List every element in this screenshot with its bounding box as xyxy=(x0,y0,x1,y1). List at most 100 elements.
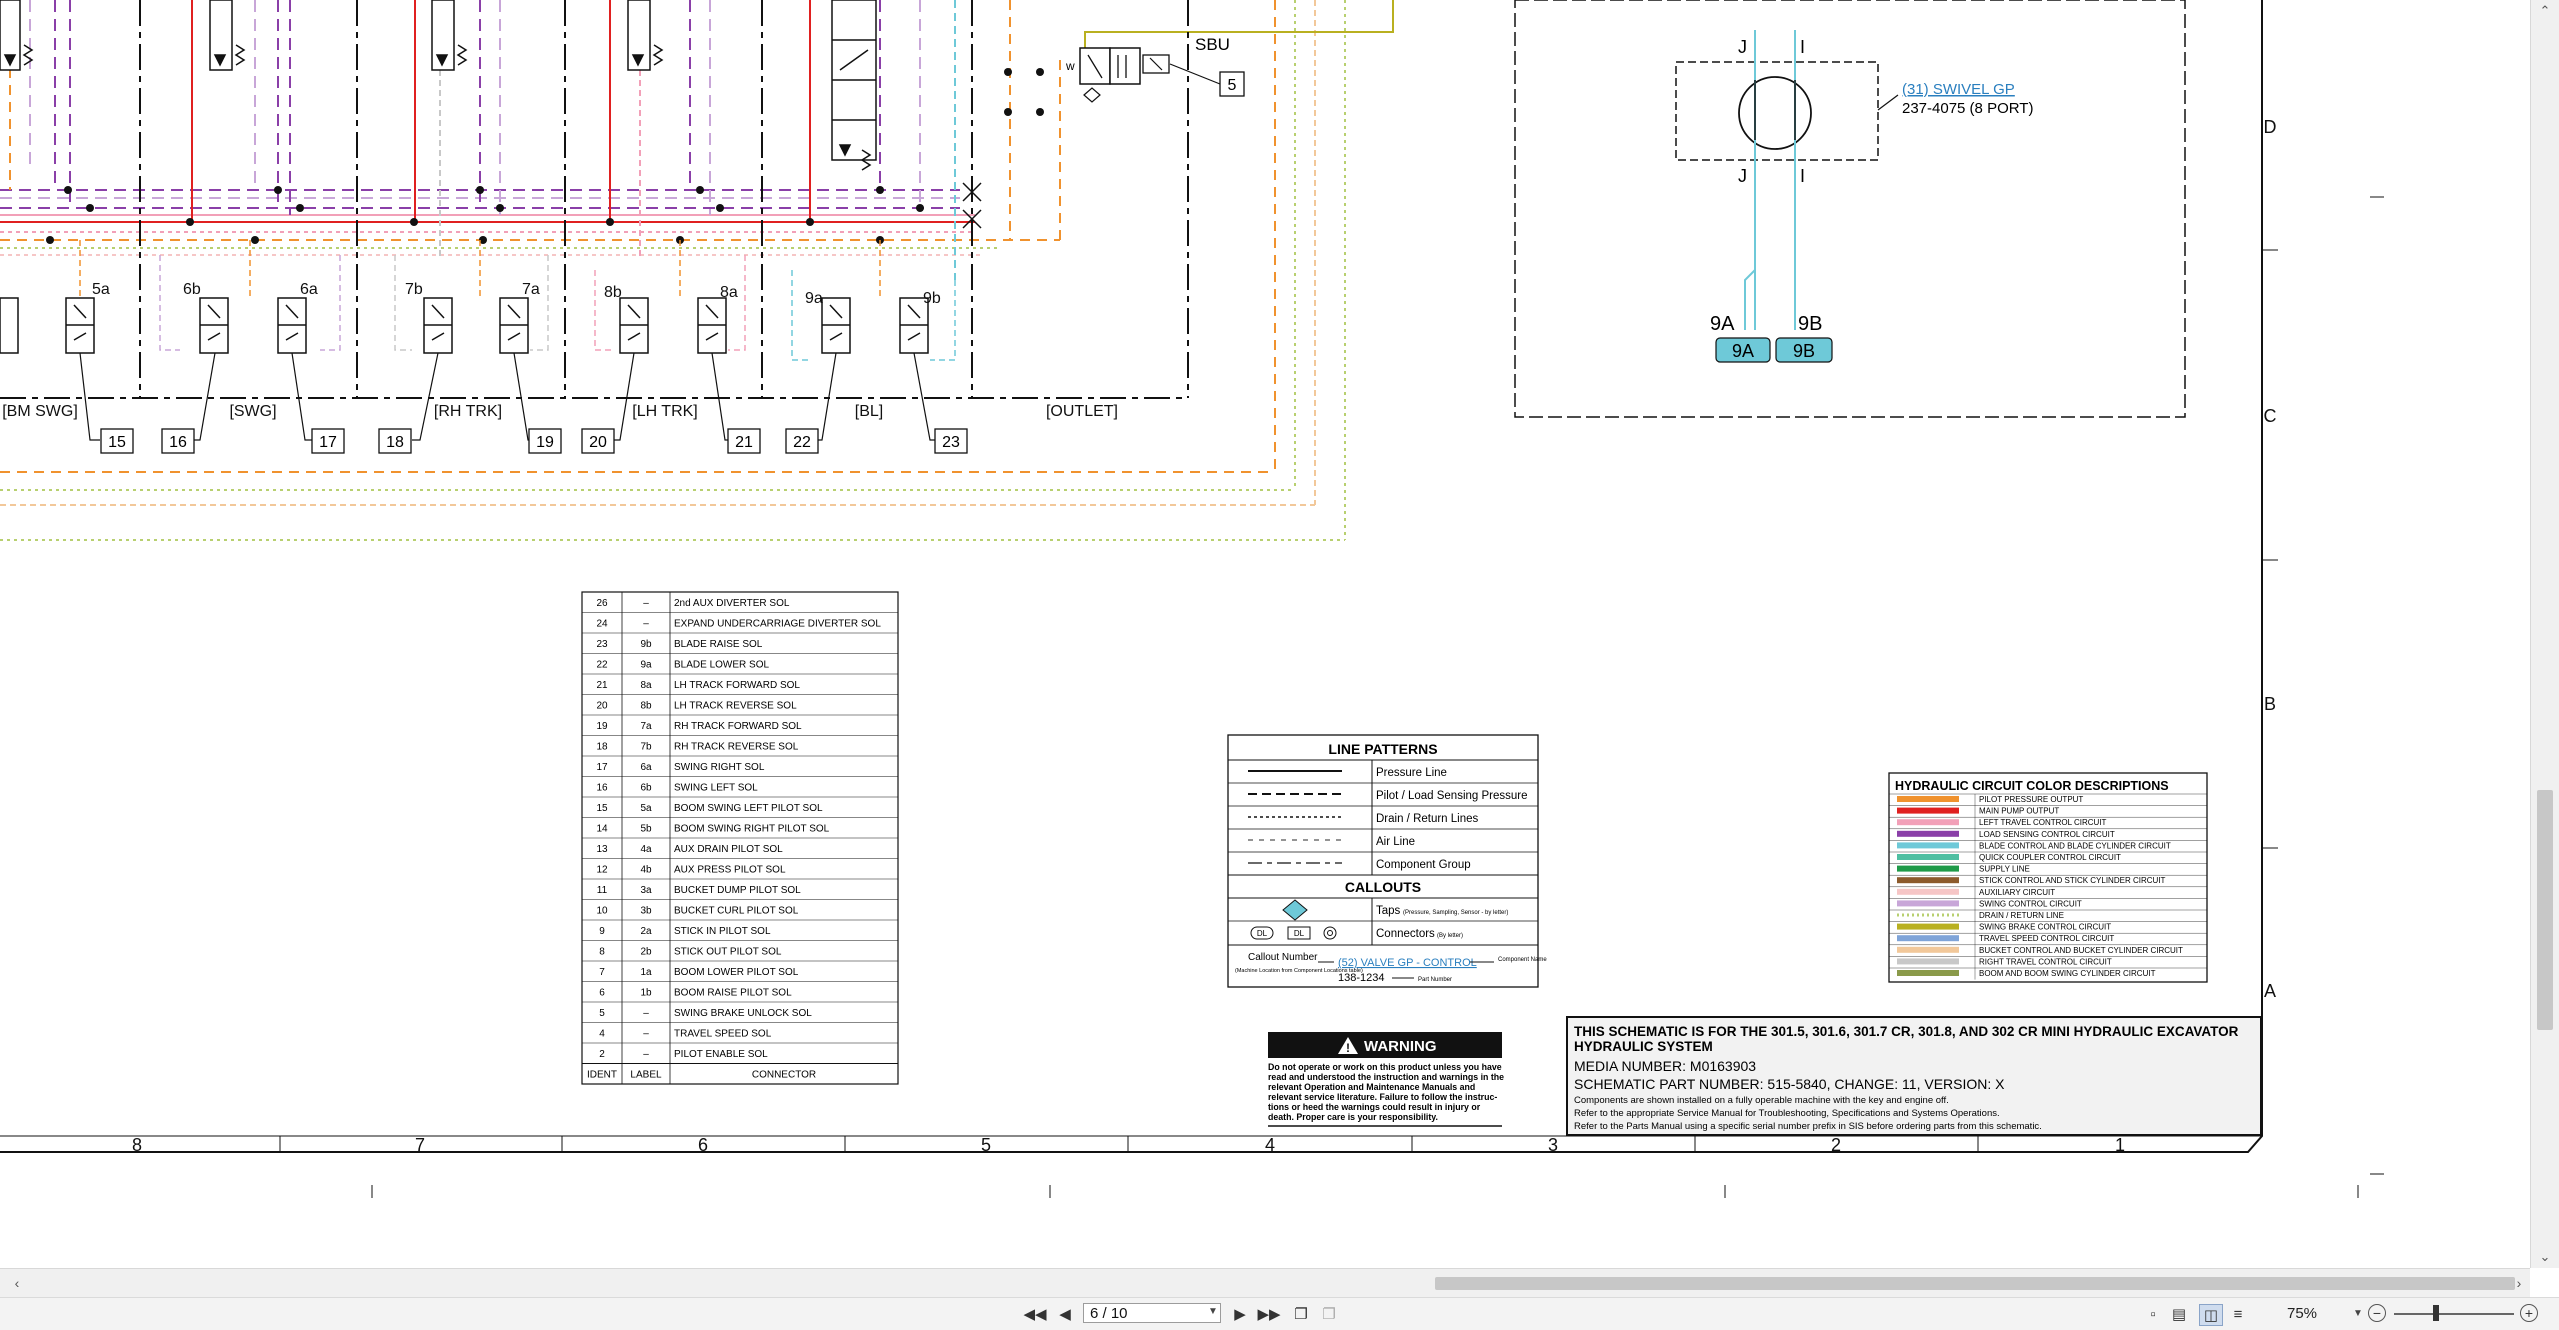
color-swatch xyxy=(1897,842,1959,849)
connector-table-cell: BOOM LOWER PILOT SOL xyxy=(674,967,799,978)
swivel-port-j-bottom: J xyxy=(1738,166,1747,186)
connector-dl-round: DL xyxy=(1257,929,1268,938)
connector-table-cell: – xyxy=(643,1008,649,1019)
title-line-1: THIS SCHEMATIC IS FOR THE 301.5, 301.6, … xyxy=(1574,1024,2239,1039)
connector-table-cell: 2nd AUX DIVERTER SOL xyxy=(674,598,790,609)
valve-pilot-lines xyxy=(79,240,956,361)
two-page-view-icon[interactable]: ◫ xyxy=(2199,1304,2223,1326)
zoom-out-icon[interactable]: − xyxy=(2368,1304,2386,1322)
line-pattern-label: Drain / Return Lines xyxy=(1376,813,1479,825)
zoom-level[interactable]: 75% xyxy=(2287,1305,2318,1322)
vertical-scrollbar[interactable]: ⌃ ⌄ xyxy=(2530,0,2559,1268)
connector-table-cell: LH TRACK REVERSE SOL xyxy=(674,701,797,712)
warning-line: death. Proper care is your responsibilit… xyxy=(1268,1112,1438,1122)
connector-table-cell: 19 xyxy=(596,721,608,732)
connectors-label: Connectors xyxy=(1376,928,1435,940)
line-pattern-label: Air Line xyxy=(1376,836,1415,848)
connector-table-cell: 6 xyxy=(599,988,605,999)
connector-table-cell: 22 xyxy=(596,660,608,671)
section-label: [LH TRK] xyxy=(632,403,698,420)
connector-table-cell: 20 xyxy=(596,701,608,712)
swivel-port-i-bottom: I xyxy=(1800,166,1805,186)
single-page-view-icon[interactable]: ▫ xyxy=(2150,1305,2156,1323)
color-swatch xyxy=(1897,935,1959,942)
horizontal-scrollbar[interactable]: ‹ › xyxy=(0,1268,2530,1298)
scroll-up-icon[interactable]: ⌃ xyxy=(2539,3,2551,18)
connector-table-cell: 7 xyxy=(599,967,605,978)
connector-boxes: 15 16 17 18 19 20 21 22 23 xyxy=(100,428,968,454)
horizontal-scroll-thumb[interactable] xyxy=(1435,1277,2515,1290)
zoom-slider[interactable] xyxy=(2394,1313,2514,1315)
scroll-down-icon[interactable]: ⌄ xyxy=(2539,1249,2551,1264)
connector-number: 16 xyxy=(169,434,187,451)
component-name-note: Component Name xyxy=(1498,957,1547,963)
connector-table-cell: 2b xyxy=(640,947,652,958)
color-legend-label: PILOT PRESSURE OUTPUT xyxy=(1979,795,2083,804)
part-number-note: Part Number xyxy=(1418,977,1452,983)
valve-label: 8a xyxy=(720,284,738,301)
connector-table-cell: 15 xyxy=(596,803,608,814)
valve-label: 7b xyxy=(405,281,423,298)
color-swatch xyxy=(1897,819,1959,826)
copy-page-disabled-icon: ❐ xyxy=(1322,1306,1336,1323)
color-legend-label: STICK CONTROL AND STICK CYLINDER CIRCUIT xyxy=(1979,876,2166,885)
zoom-slider-handle[interactable] xyxy=(2433,1305,2439,1321)
connector-table-cell: RH TRACK REVERSE SOL xyxy=(674,742,799,753)
scroll-right-icon[interactable]: › xyxy=(2516,1275,2522,1291)
connector-table-cell: 5a xyxy=(640,803,652,814)
chevron-down-icon[interactable]: ▼ xyxy=(2353,1308,2363,1319)
color-legend-label: SUPPLY LINE xyxy=(1979,865,2030,874)
vertical-scroll-thumb[interactable] xyxy=(2537,790,2553,1030)
hydraulic-schematic: 5a 6b 6a 7b 7a 8b 8a 9a 9b [BM SWG] [SWG… xyxy=(0,0,2384,1198)
connector-table-cell: 1a xyxy=(640,967,652,978)
port-9b-label: 9B xyxy=(1798,313,1822,335)
section-group-lines xyxy=(0,0,1189,399)
connector-table-cell: BLADE RAISE SOL xyxy=(674,639,763,650)
first-page-icon[interactable]: ◀◀ xyxy=(1023,1306,1047,1323)
connector-table-header: IDENT xyxy=(587,1070,617,1081)
connector-table-cell: 4a xyxy=(640,844,652,855)
connector-table-cell: 16 xyxy=(596,783,608,794)
color-swatch xyxy=(1897,865,1959,872)
connector-table-cell: RH TRACK FORWARD SOL xyxy=(674,721,802,732)
connector-table-cell: EXPAND UNDERCARRIAGE DIVERTER SOL xyxy=(674,619,881,630)
document-view[interactable]: 5a 6b 6a 7b 7a 8b 8a 9a 9b [BM SWG] [SWG… xyxy=(0,0,2530,1268)
connector-table-header: LABEL xyxy=(630,1070,662,1081)
last-page-icon[interactable]: ▶▶ xyxy=(1257,1306,1281,1323)
next-page-icon[interactable]: ▶ xyxy=(1234,1306,1246,1323)
previous-page-icon[interactable]: ◀ xyxy=(1059,1306,1071,1323)
color-swatch xyxy=(1897,888,1959,895)
connector-table-cell: 18 xyxy=(596,742,608,753)
color-legend-label: SWING CONTROL CIRCUIT xyxy=(1979,899,2082,908)
copy-page-icon[interactable]: ❐ xyxy=(1294,1306,1308,1323)
continuous-view-icon[interactable]: ▤ xyxy=(2171,1306,2187,1323)
connector-table-cell: 5b xyxy=(640,824,652,835)
connector-table-cell: LH TRACK FORWARD SOL xyxy=(674,680,800,691)
connectors-note: (By letter) xyxy=(1437,933,1463,939)
scroll-left-icon[interactable]: ‹ xyxy=(14,1275,20,1291)
connector-table-cell: AUX DRAIN PILOT SOL xyxy=(674,844,783,855)
swivel-link[interactable]: (31) SWIVEL GP xyxy=(1902,81,2015,98)
pdf-toolbar: ◀◀ ◀ 6 / 10 ▼ ▶ ▶▶ ❐ ❐ ▫ ▤ ◫ ≡ 75% ▼ − + xyxy=(0,1297,2559,1330)
callout-link[interactable]: (52) VALVE GP - CONTROL xyxy=(1338,957,1477,969)
color-swatch xyxy=(1897,830,1959,837)
section-label: [RH TRK] xyxy=(434,403,502,420)
connector-number: 20 xyxy=(589,434,607,451)
schematic-part-number: SCHEMATIC PART NUMBER: 515-5840, CHANGE:… xyxy=(1574,1076,2005,1092)
port-9b-box: 9B xyxy=(1793,341,1815,361)
zone-letter: C xyxy=(2264,406,2277,426)
connector-table-cell: 3a xyxy=(640,885,652,896)
connector-table-cell: – xyxy=(643,1029,649,1040)
page-number-input[interactable]: 6 / 10 xyxy=(1083,1303,1221,1323)
circuit-lines xyxy=(0,0,1394,541)
color-descriptions-legend: HYDRAULIC CIRCUIT COLOR DESCRIPTIONS PIL… xyxy=(1888,772,2208,983)
facing-pages-icon[interactable]: ≡ xyxy=(2233,1305,2243,1323)
connector-table-cell: 2 xyxy=(599,1049,605,1060)
connector-table-cell: 7a xyxy=(640,721,652,732)
zoom-in-icon[interactable]: + xyxy=(2520,1304,2538,1322)
connector-table-header: CONNECTOR xyxy=(752,1070,816,1081)
color-legend-label: BLADE CONTROL AND BLADE CYLINDER CIRCUIT xyxy=(1979,841,2171,850)
color-swatch xyxy=(1897,796,1959,802)
chevron-down-icon[interactable]: ▼ xyxy=(1208,1306,1218,1317)
